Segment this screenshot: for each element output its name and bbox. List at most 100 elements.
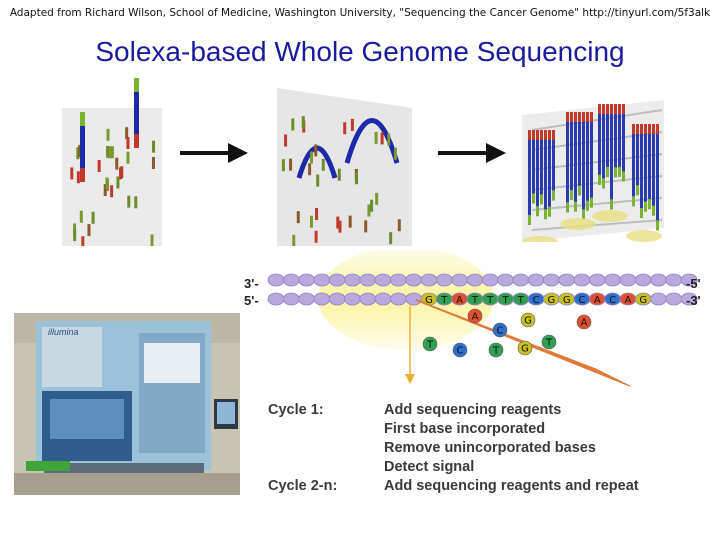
fragment-strand-tip — [134, 134, 139, 148]
fragment-mark — [116, 176, 120, 189]
cluster-strand-tip — [640, 208, 643, 219]
cluster-strand-tip — [590, 197, 593, 208]
cluster-strand-tip — [544, 130, 547, 140]
cluster-strand — [598, 104, 601, 185]
cluster-base — [626, 230, 662, 242]
strand-bead — [665, 273, 683, 287]
strand-bead — [267, 273, 285, 287]
cluster-strand — [648, 124, 651, 210]
cluster-base — [592, 210, 628, 222]
base-letter: C — [533, 295, 540, 306]
cycle-step-text: Add sequencing reagents and repeat — [384, 478, 639, 494]
cluster-strand-tip — [540, 130, 543, 140]
cluster-strand — [566, 112, 569, 213]
base-letter: T — [471, 295, 479, 306]
fragment-strand-tip — [134, 78, 139, 92]
cluster-strand — [540, 130, 543, 205]
sequencer-machine-photo: illumina — [14, 313, 240, 495]
svg-text:G: G — [521, 344, 529, 355]
fragment-mark — [338, 220, 342, 233]
floating-base: G — [520, 312, 536, 328]
cluster-strand-tip — [586, 200, 589, 211]
svg-text:C: C — [457, 346, 464, 357]
cycle-row: Cycle 1: Add sequencing reagents — [268, 402, 708, 421]
cluster-strand — [548, 130, 551, 217]
cluster-strand-tip — [606, 167, 609, 178]
strand-5prime-label: 5'- — [244, 293, 259, 308]
cluster-strand — [606, 104, 609, 178]
fragment-mark — [291, 118, 295, 131]
strand-5prime-end: -5' — [686, 276, 701, 291]
cluster-strand-tip — [582, 209, 585, 220]
cluster-strand-tip — [536, 130, 539, 140]
strand-bead — [298, 292, 315, 306]
base-letter: A — [456, 295, 463, 306]
floating-base: G — [517, 340, 533, 356]
cluster-strand-tip — [544, 209, 547, 220]
strand-bead — [344, 273, 361, 287]
cluster-strand-tip — [574, 201, 577, 212]
strand-3prime-label: 3'- — [244, 276, 259, 291]
cluster-strand — [644, 124, 647, 212]
cluster-strand-tip — [636, 124, 639, 134]
base-letter: G — [563, 295, 571, 306]
fragment-mark — [127, 195, 131, 208]
strand-bead — [680, 273, 698, 287]
cluster-strand-tip — [528, 130, 531, 140]
cluster-strand-tip — [532, 130, 535, 140]
cluster-strand — [586, 112, 589, 211]
fragment-mark — [355, 172, 359, 185]
svg-text:C: C — [497, 326, 504, 337]
cluster-strand-tip — [644, 124, 647, 134]
cluster-strand-tip — [532, 193, 535, 204]
strand-bead — [389, 292, 407, 306]
strand-bead — [634, 273, 652, 287]
cluster-strand-tip — [610, 104, 613, 114]
cluster-strand-tip — [552, 190, 555, 201]
fragment-mark — [79, 210, 83, 223]
strand-bead — [680, 292, 698, 306]
cycle-step-text: First base incorporated — [384, 421, 546, 437]
svg-text:T: T — [492, 346, 500, 357]
cluster-strand-tip — [652, 124, 655, 134]
strand-bead — [512, 273, 530, 287]
strand-bead — [389, 273, 407, 287]
cluster-strand-tip — [606, 104, 609, 114]
cluster-strand — [610, 104, 613, 210]
cluster-strand — [528, 130, 531, 225]
cluster-strand-tip — [640, 124, 643, 134]
cluster-strand-tip — [656, 220, 659, 231]
fragment-mark — [70, 167, 74, 180]
cluster-strand — [582, 112, 585, 220]
fragment-mark — [110, 146, 114, 159]
cluster-strand-tip — [528, 214, 531, 225]
cluster-strand — [636, 124, 639, 196]
fragment-strand-tip — [80, 112, 85, 126]
strand-bead — [344, 292, 361, 306]
floating-base: T — [488, 342, 504, 358]
fragment-mark — [301, 116, 305, 129]
cluster-base — [522, 236, 558, 242]
base-letter: G — [425, 295, 433, 306]
cluster-strand-tip — [548, 130, 551, 140]
strand-bead — [497, 273, 514, 287]
base-letter: T — [517, 295, 525, 306]
cycle-row: First base incorporated — [268, 421, 708, 440]
flowcell-panel-clusters — [522, 100, 664, 242]
cluster-strand-tip — [566, 112, 569, 122]
fragment-strand-tip — [80, 168, 85, 182]
svg-text:G: G — [524, 316, 532, 327]
cluster-strand-tip — [574, 112, 577, 122]
cluster-strand-tip — [644, 201, 647, 212]
cluster-strand — [632, 124, 635, 207]
cluster-strand-tip — [632, 196, 635, 207]
svg-text:A: A — [472, 312, 479, 323]
strand-bead — [405, 273, 423, 287]
base-letter: T — [501, 295, 509, 306]
fragment-mark — [126, 151, 130, 164]
page-title: Solexa-based Whole Genome Sequencing — [95, 36, 625, 67]
cluster-strand-tip — [656, 124, 659, 134]
cycle-label: Cycle 1: — [268, 402, 324, 418]
cluster-strand — [618, 104, 621, 177]
